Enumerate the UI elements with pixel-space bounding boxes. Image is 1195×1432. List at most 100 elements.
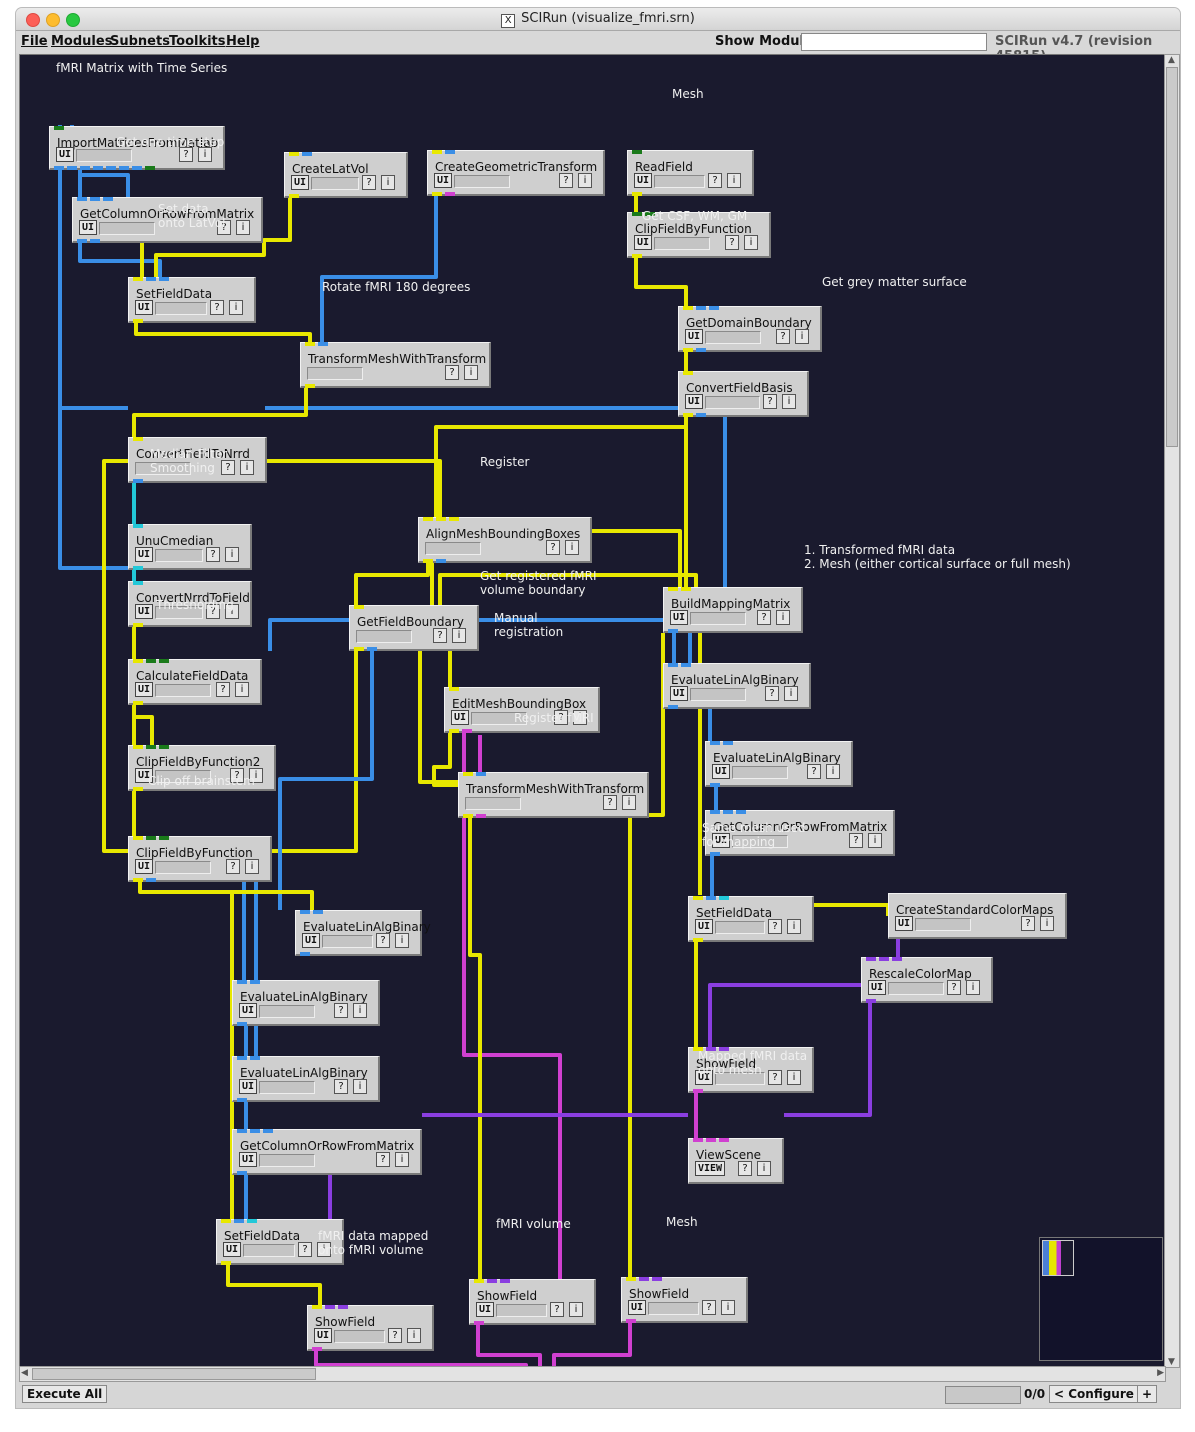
input-port[interactable] xyxy=(90,197,100,201)
info-button[interactable]: i xyxy=(868,833,882,848)
connection-wire[interactable] xyxy=(432,733,458,787)
info-button[interactable]: i xyxy=(353,1003,367,1018)
ui-button[interactable]: UI xyxy=(56,147,75,162)
input-port[interactable] xyxy=(710,810,720,814)
connection-wire[interactable] xyxy=(354,563,430,605)
menu-file[interactable]: File xyxy=(21,34,48,49)
input-port[interactable] xyxy=(354,605,364,609)
input-port[interactable] xyxy=(325,1305,335,1309)
info-button[interactable]: i xyxy=(795,329,809,344)
output-port[interactable] xyxy=(449,729,459,733)
ui-button[interactable]: UI xyxy=(868,980,887,995)
output-port[interactable] xyxy=(93,166,103,170)
module-align-mesh-bounding-boxes[interactable]: AlignMeshBoundingBoxes?i xyxy=(418,517,592,563)
info-button[interactable]: i xyxy=(236,220,250,235)
ui-button[interactable]: UI xyxy=(239,1152,258,1167)
connection-wire[interactable] xyxy=(154,198,292,277)
scroll-up-arrow-icon[interactable]: ▲ xyxy=(1168,55,1175,65)
menu-modules[interactable]: Modules xyxy=(51,34,113,49)
output-port[interactable] xyxy=(476,814,486,818)
output-port[interactable] xyxy=(626,1319,636,1323)
input-port[interactable] xyxy=(305,342,315,346)
ui-button[interactable]: UI xyxy=(670,610,689,625)
output-port[interactable] xyxy=(133,319,143,323)
input-port[interactable] xyxy=(449,517,459,521)
ui-button[interactable]: UI xyxy=(685,394,704,409)
input-port[interactable] xyxy=(237,980,247,984)
output-port[interactable] xyxy=(474,1321,484,1325)
output-port[interactable] xyxy=(693,1089,703,1093)
output-port[interactable] xyxy=(445,192,455,196)
info-button[interactable]: i xyxy=(198,147,212,162)
info-button[interactable]: i xyxy=(721,1300,735,1315)
input-port[interactable] xyxy=(318,342,328,346)
ui-button[interactable]: UI xyxy=(135,604,154,619)
ui-button[interactable]: UI xyxy=(634,235,653,250)
help-button[interactable]: ? xyxy=(433,628,447,643)
connection-wire[interactable] xyxy=(80,173,130,197)
input-port[interactable] xyxy=(892,957,902,961)
help-button[interactable]: ? xyxy=(216,682,230,697)
output-port[interactable] xyxy=(436,559,446,563)
help-button[interactable]: ? xyxy=(388,1328,402,1343)
input-port[interactable] xyxy=(250,1129,260,1133)
help-button[interactable]: ? xyxy=(376,933,390,948)
input-port[interactable] xyxy=(652,1277,662,1281)
connection-wire[interactable] xyxy=(438,573,698,633)
input-port[interactable] xyxy=(146,277,156,281)
output-port[interactable] xyxy=(462,729,472,733)
output-port[interactable] xyxy=(133,878,143,882)
help-button[interactable]: ? xyxy=(217,220,231,235)
output-port[interactable] xyxy=(106,166,116,170)
output-port[interactable] xyxy=(67,166,77,170)
output-port[interactable] xyxy=(423,559,433,563)
connection-wire[interactable] xyxy=(708,983,870,1047)
info-button[interactable]: i xyxy=(782,394,796,409)
input-port[interactable] xyxy=(54,126,64,130)
help-button[interactable]: ? xyxy=(849,833,863,848)
output-port[interactable] xyxy=(119,166,129,170)
output-port[interactable] xyxy=(632,254,642,258)
input-port[interactable] xyxy=(133,524,143,528)
help-button[interactable]: ? xyxy=(334,1079,348,1094)
ui-button[interactable]: UI xyxy=(434,173,453,188)
connection-wire[interactable] xyxy=(314,1351,528,1367)
add-button[interactable]: + xyxy=(1137,1385,1158,1403)
connection-wire[interactable] xyxy=(78,243,162,277)
connection-wire[interactable] xyxy=(434,417,688,517)
menu-toolkits[interactable]: Toolkits xyxy=(169,34,226,49)
scroll-right-arrow-icon[interactable]: ▶ xyxy=(1157,1368,1164,1378)
connection-wire[interactable] xyxy=(226,1265,322,1305)
output-port[interactable] xyxy=(133,787,143,791)
output-port[interactable] xyxy=(632,192,642,196)
info-button[interactable]: i xyxy=(784,686,798,701)
vertical-scroll-thumb[interactable] xyxy=(1166,67,1178,447)
input-port[interactable] xyxy=(436,517,446,521)
output-port[interactable] xyxy=(683,348,693,352)
help-button[interactable]: ? xyxy=(226,859,240,874)
input-port[interactable] xyxy=(632,212,642,216)
help-button[interactable]: ? xyxy=(708,173,722,188)
help-button[interactable]: ? xyxy=(554,710,568,725)
info-button[interactable]: i xyxy=(757,1161,771,1176)
output-port[interactable] xyxy=(668,629,678,633)
ui-button[interactable]: UI xyxy=(135,768,154,783)
input-port[interactable] xyxy=(263,1129,273,1133)
input-port[interactable] xyxy=(719,1138,729,1142)
output-port[interactable] xyxy=(146,878,156,882)
module-convert-field-to-nrrd[interactable]: ConvertFieldToNrrd?i xyxy=(128,437,267,483)
input-port[interactable] xyxy=(500,1279,510,1283)
input-port[interactable] xyxy=(683,371,693,375)
ui-button[interactable]: UI xyxy=(291,175,310,190)
input-port[interactable] xyxy=(159,745,169,749)
